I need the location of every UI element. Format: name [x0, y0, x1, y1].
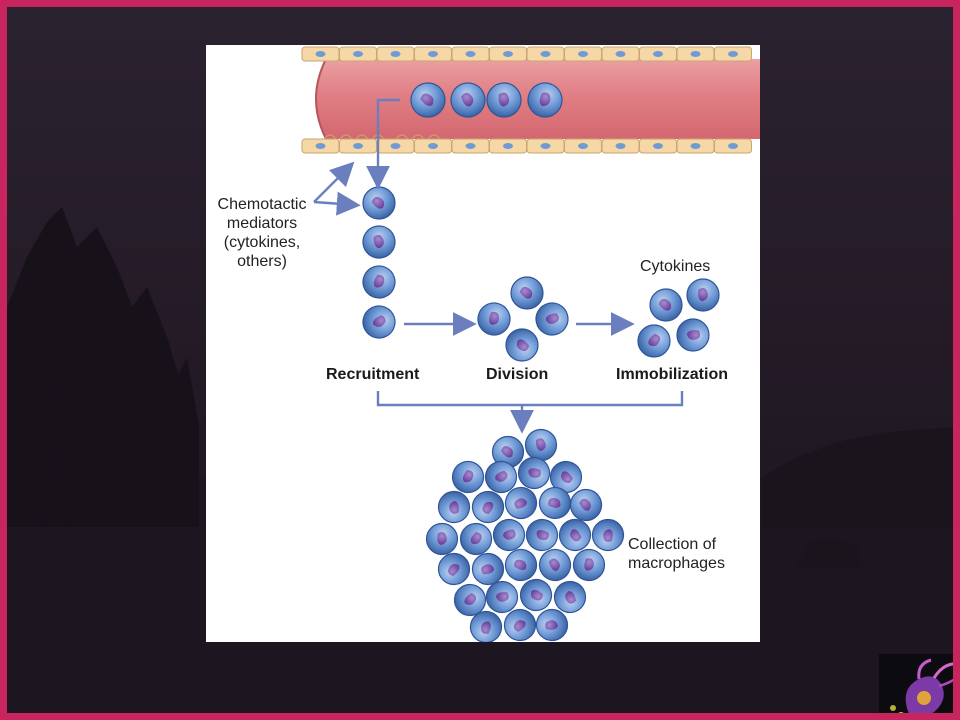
mediator-line-4: others) — [237, 253, 287, 270]
immobilized-macrophage — [676, 318, 710, 352]
endothelial-nucleus — [690, 51, 701, 57]
monocyte — [527, 82, 563, 118]
endothelium-top — [301, 46, 752, 62]
endothelial-nucleus — [540, 51, 551, 57]
mediator-line-2: mediators — [226, 215, 298, 232]
immobilization-label: Immobilization — [616, 366, 728, 383]
cluster-macrophage — [503, 608, 537, 642]
endothelial-nucleus — [428, 51, 438, 57]
cluster-macrophage — [525, 518, 559, 552]
immobilized-macrophage — [637, 324, 671, 358]
immobilized-macrophage — [686, 278, 720, 312]
endothelial-nucleus — [353, 51, 363, 57]
cluster-macrophage — [519, 578, 553, 612]
cluster-macrophage — [538, 486, 572, 520]
endothelial-nucleus — [653, 143, 663, 149]
endothelial-nucleus — [728, 143, 738, 149]
cluster-macrophage — [558, 518, 592, 552]
cluster-macrophage — [504, 548, 538, 582]
dividing-macrophage — [535, 302, 569, 336]
dividing-macrophage — [510, 276, 544, 310]
recruitment-cells — [362, 186, 396, 339]
macrophage-cluster — [425, 428, 625, 642]
endothelial-nucleus — [728, 51, 738, 57]
chemotaxis-arrow-up — [313, 161, 355, 203]
cluster-macrophage — [572, 548, 606, 582]
monocyte — [410, 82, 446, 118]
endothelial-nucleus — [315, 143, 326, 149]
endothelial-nucleus — [390, 51, 401, 57]
endothelium-bottom — [301, 134, 752, 154]
cluster-macrophage — [453, 583, 487, 617]
endothelial-nucleus — [315, 51, 326, 57]
recruited-monocyte — [362, 186, 396, 220]
endothelial-nucleus — [428, 143, 438, 149]
dividing-macrophage — [477, 302, 511, 336]
cluster-macrophage — [484, 460, 518, 494]
vessel-monocytes — [410, 82, 563, 118]
mediator-line-1: Chemotactic — [217, 196, 307, 213]
cluster-macrophage — [517, 456, 551, 490]
macrophage-illustration-icon — [890, 658, 953, 713]
division-cells — [477, 276, 569, 362]
dividing-macrophage — [505, 328, 539, 362]
collection-line-1: Collection of — [628, 536, 717, 553]
endothelial-nucleus — [465, 51, 476, 57]
immobilized-macrophage — [649, 288, 683, 322]
immobilization-cells — [637, 278, 720, 358]
bracket-line — [376, 391, 684, 407]
endothelial-nucleus — [540, 143, 551, 149]
endothelial-nucleus — [578, 51, 588, 57]
division-label: Division — [486, 366, 549, 383]
extravasation-arrow — [366, 98, 400, 190]
cluster-macrophage — [504, 486, 538, 520]
collection-label: Collection of macrophages — [628, 535, 725, 573]
cluster-macrophage — [569, 488, 603, 522]
cluster-macrophage — [425, 522, 459, 556]
arrows — [313, 98, 684, 434]
recruited-monocyte — [362, 305, 396, 339]
endothelial-nucleus — [390, 143, 401, 149]
cluster-macrophage — [549, 460, 583, 494]
cluster-macrophage — [471, 490, 505, 524]
cluster-macrophage — [469, 610, 503, 642]
cluster-macrophage — [524, 428, 558, 462]
macrophage-figure: Chemotactic mediators (cytokines, others… — [206, 45, 760, 642]
cluster-macrophage — [485, 580, 519, 614]
cluster-macrophage — [459, 522, 493, 556]
endothelial-nucleus — [465, 143, 476, 149]
endothelial-nucleus — [353, 143, 363, 149]
chemotaxis-arrow-right — [313, 191, 361, 216]
endothelial-nucleus — [503, 143, 513, 149]
endothelial-nucleus — [615, 51, 626, 57]
cluster-macrophage — [492, 518, 526, 552]
cluster-macrophage — [538, 548, 572, 582]
chemotactic-mediators-label: Chemotactic mediators (cytokines, others… — [206, 195, 318, 271]
endothelial-nucleus — [615, 143, 626, 149]
endothelial-nucleus — [578, 143, 588, 149]
mediator-line-3: (cytokines, — [223, 234, 301, 251]
recruited-monocyte — [362, 265, 396, 299]
recruitment-label: Recruitment — [326, 366, 420, 383]
collection-line-2: macrophages — [628, 555, 725, 572]
figure-drawing — [301, 46, 760, 642]
cluster-macrophage — [591, 518, 625, 552]
cluster-macrophage — [437, 490, 471, 524]
cluster-macrophage — [451, 460, 485, 494]
monocyte — [486, 82, 522, 118]
corner-logo — [879, 654, 953, 713]
cluster-macrophage — [535, 608, 569, 642]
cluster-macrophage — [553, 580, 587, 614]
cytokines-label: Cytokines — [640, 258, 711, 275]
recruited-monocyte — [362, 225, 396, 259]
cluster-macrophage — [471, 552, 505, 586]
endothelial-nucleus — [690, 143, 701, 149]
cluster-macrophage — [437, 552, 471, 586]
endothelial-nucleus — [503, 51, 513, 57]
monocyte — [450, 82, 486, 118]
endothelial-nucleus — [653, 51, 663, 57]
